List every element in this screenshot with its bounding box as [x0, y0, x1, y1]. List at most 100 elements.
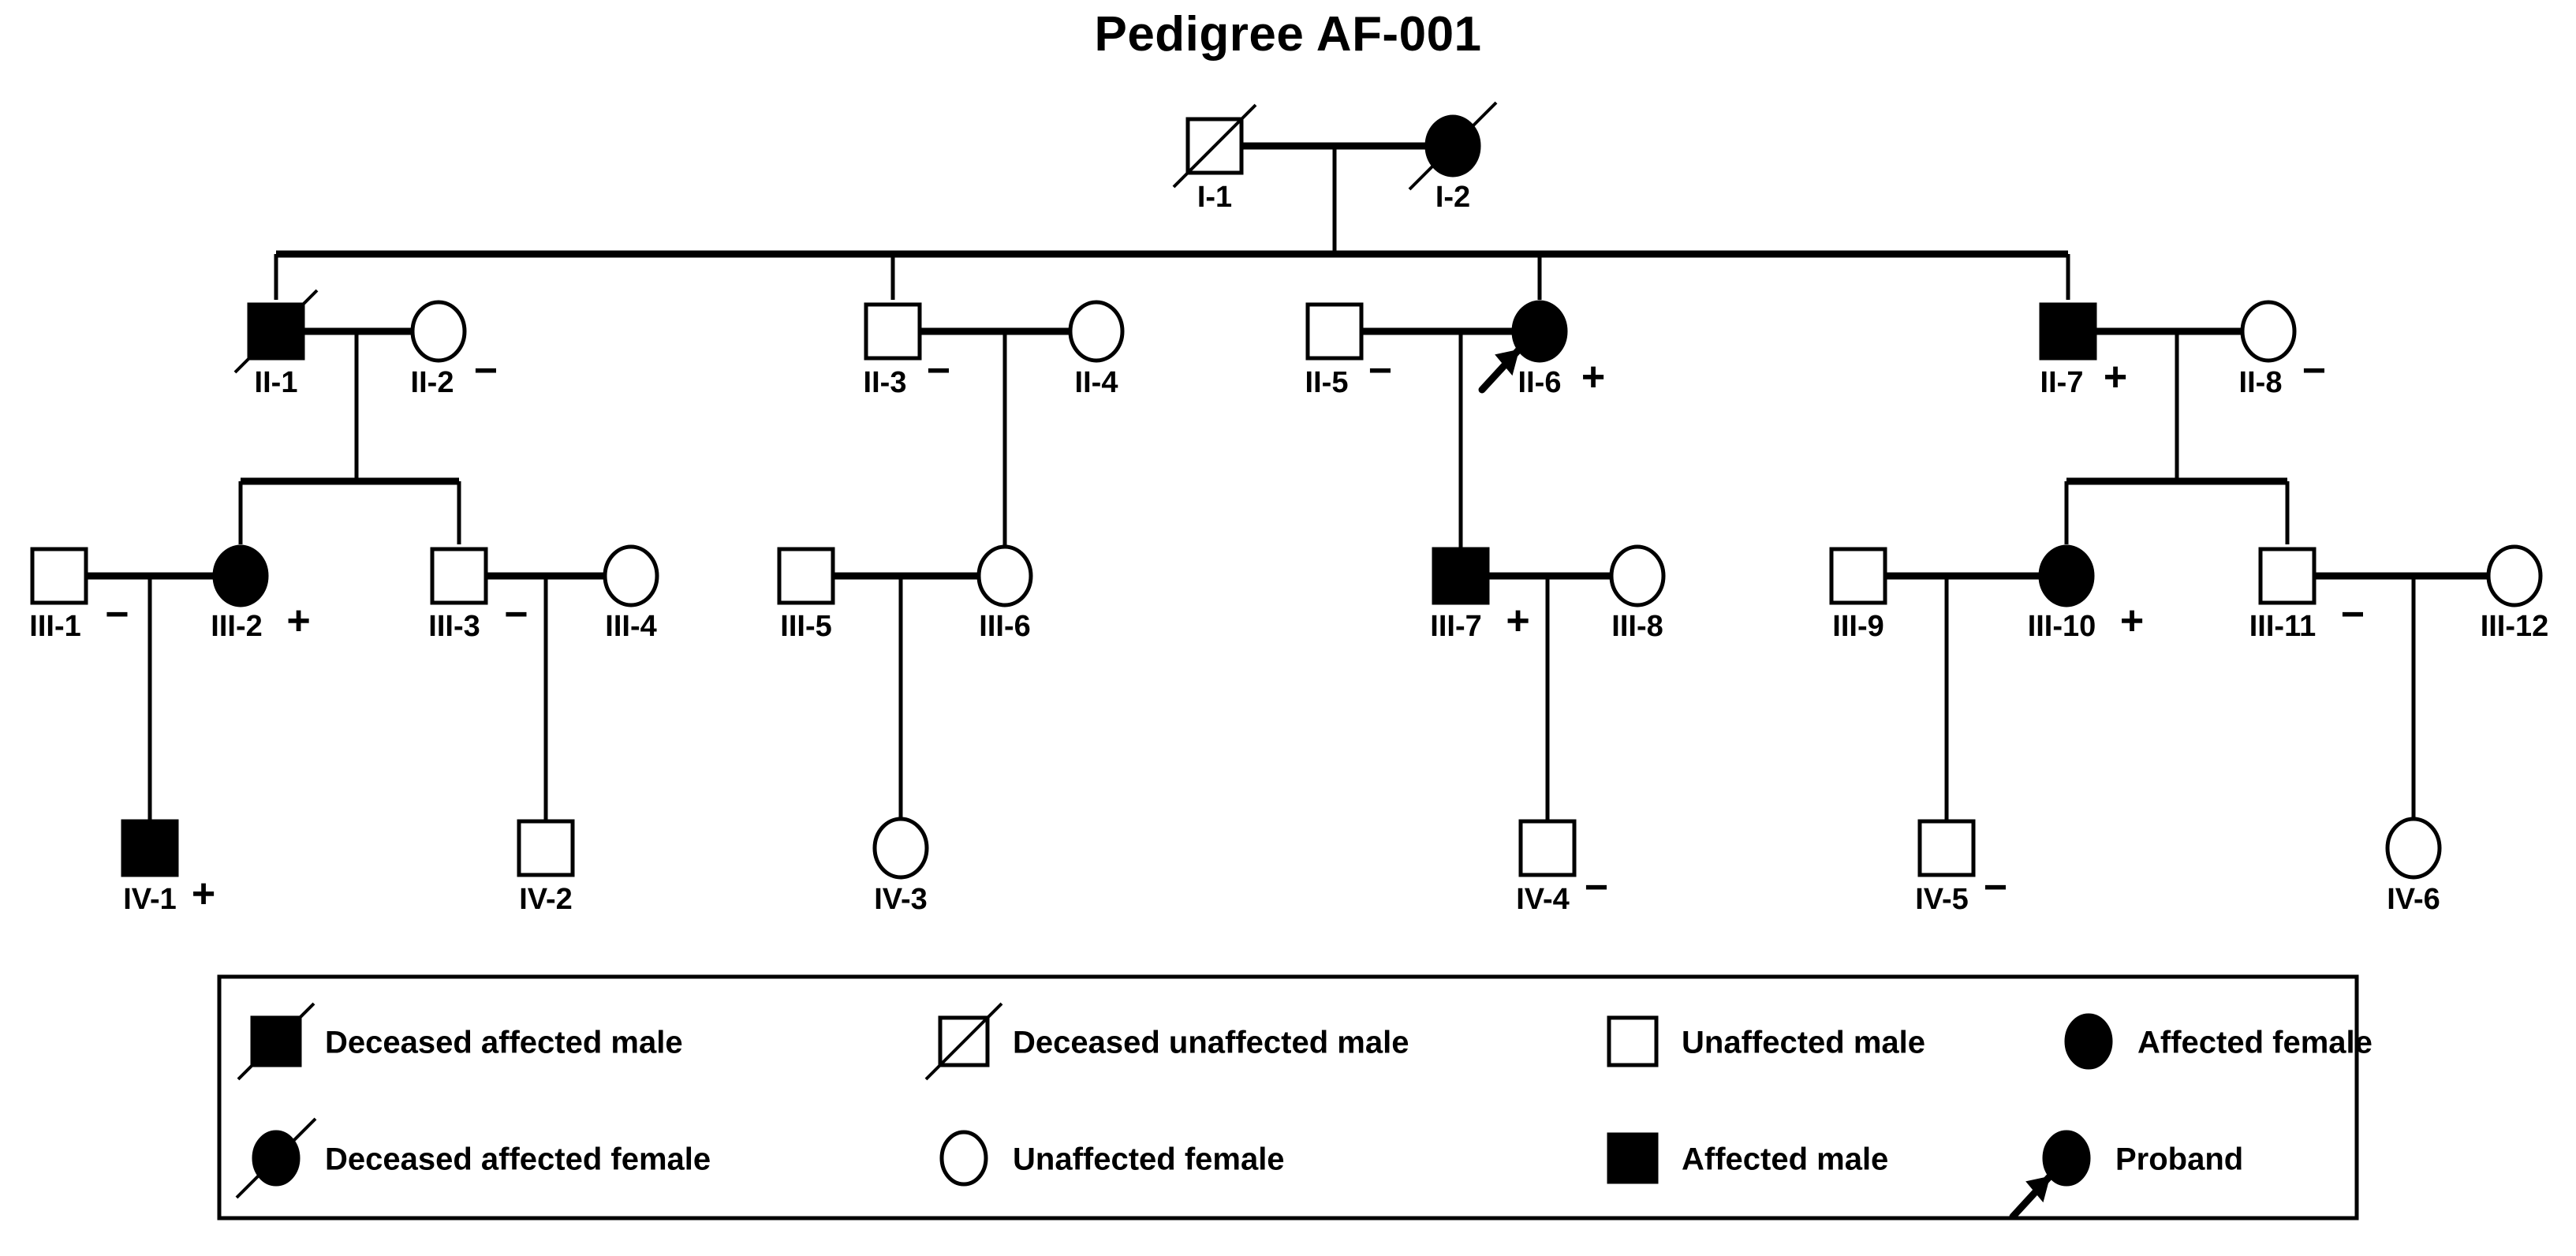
individual-III-5[interactable]	[777, 547, 835, 605]
individual-IV-5[interactable]	[1917, 819, 1976, 877]
individual-id-label: II-3	[864, 366, 907, 399]
individual-IV-6[interactable]	[2385, 817, 2442, 880]
legend-symbol-unaffected-female[interactable]	[939, 1130, 988, 1187]
carrier-negative-marker: −	[1585, 865, 1608, 910]
unaffected-male-square[interactable]	[1829, 547, 1887, 605]
carrier-negative-marker: −	[927, 348, 950, 394]
individual-III-9[interactable]	[1829, 547, 1887, 605]
affected-female-circle[interactable]	[212, 544, 269, 607]
unaffected-female-circle[interactable]	[2240, 300, 2297, 363]
affected-female-circle[interactable]	[2064, 1013, 2113, 1070]
individual-IV-4[interactable]	[1518, 819, 1577, 877]
individual-II-2[interactable]	[410, 300, 467, 363]
carrier-negative-marker: −	[105, 592, 129, 637]
individual-IV-2[interactable]	[517, 819, 575, 877]
individual-III-11[interactable]	[2258, 547, 2317, 605]
legend-symbol-unaffected-male[interactable]	[1607, 1015, 1659, 1067]
individual-id-label: III-3	[428, 610, 480, 643]
affected-male-square[interactable]	[121, 819, 179, 877]
individual-id-label: III-9	[1832, 610, 1883, 643]
legend-symbol-affected-male[interactable]	[1607, 1132, 1659, 1184]
individual-III-10[interactable]	[2038, 544, 2095, 607]
individual-III-3[interactable]	[430, 547, 488, 605]
individual-II-4[interactable]	[1068, 300, 1125, 363]
individual-II-6[interactable]	[1478, 300, 1568, 394]
affected-male-square[interactable]	[2039, 302, 2097, 361]
individual-id-label: IV-4	[1516, 883, 1570, 916]
legend-symbol-proband[interactable]	[2009, 1130, 2091, 1220]
unaffected-female-circle[interactable]	[1068, 300, 1125, 363]
individual-II-1[interactable]	[233, 289, 319, 374]
affected-male-square[interactable]	[1432, 547, 1490, 605]
unaffected-female-circle[interactable]	[2486, 544, 2543, 607]
unaffected-female-circle[interactable]	[603, 544, 659, 607]
legend-symbol-deceased-affected-male[interactable]	[237, 1002, 315, 1081]
affected-male-square[interactable]	[1607, 1132, 1659, 1184]
unaffected-female-circle[interactable]	[1609, 544, 1666, 607]
legend-label-deceased-unaffected-male: Deceased unaffected male	[1013, 1026, 1409, 1060]
individual-id-label: IV-6	[2387, 883, 2440, 916]
individual-id-label: I-1	[1197, 181, 1232, 214]
individual-II-8[interactable]	[2240, 300, 2297, 363]
individual-id-label: III-12	[2481, 610, 2549, 643]
individual-II-3[interactable]	[864, 302, 922, 361]
individual-id-label: III-4	[605, 610, 656, 643]
unaffected-female-circle[interactable]	[939, 1130, 988, 1187]
affected-female-circle[interactable]	[2042, 1130, 2091, 1187]
carrier-positive-marker: +	[1581, 354, 1605, 400]
individual-id-label: IV-1	[123, 883, 177, 916]
individual-II-7[interactable]	[2039, 302, 2097, 361]
individual-IV-3[interactable]	[872, 817, 929, 880]
legend-symbol-deceased-unaffected-male[interactable]	[924, 1002, 1003, 1081]
individual-id-label: III-8	[1611, 610, 1663, 643]
individual-id-label: II-4	[1075, 366, 1118, 399]
individual-III-4[interactable]	[603, 544, 659, 607]
affected-female-circle[interactable]	[1511, 300, 1568, 363]
unaffected-male-square[interactable]	[1518, 819, 1577, 877]
individual-III-1[interactable]	[30, 547, 88, 605]
unaffected-female-circle[interactable]	[976, 544, 1033, 607]
unaffected-male-square[interactable]	[2258, 547, 2317, 605]
individual-I-1[interactable]	[1172, 103, 1257, 189]
legend-symbol-deceased-affected-female[interactable]	[235, 1117, 317, 1199]
unaffected-male-square[interactable]	[517, 819, 575, 877]
carrier-positive-marker: +	[2120, 598, 2144, 644]
deceased-slash-icon	[924, 1002, 1003, 1081]
individual-id-label: III-1	[29, 610, 80, 643]
unaffected-male-square[interactable]	[777, 547, 835, 605]
individual-id-label: III-6	[979, 610, 1030, 643]
individual-II-5[interactable]	[1305, 302, 1364, 361]
unaffected-male-square[interactable]	[430, 547, 488, 605]
carrier-positive-marker: +	[286, 598, 310, 644]
symbol-layer	[30, 101, 2543, 880]
affected-female-circle[interactable]	[2038, 544, 2095, 607]
unaffected-male-square[interactable]	[864, 302, 922, 361]
individual-III-7[interactable]	[1432, 547, 1490, 605]
individual-IV-1[interactable]	[121, 819, 179, 877]
individual-III-12[interactable]	[2486, 544, 2543, 607]
unaffected-male-square[interactable]	[1917, 819, 1976, 877]
unaffected-male-square[interactable]	[1607, 1015, 1659, 1067]
connector-layer	[86, 142, 2488, 848]
individual-III-2[interactable]	[212, 544, 269, 607]
deceased-slash-icon	[237, 1002, 315, 1081]
legend-symbol-affected-female[interactable]	[2064, 1013, 2113, 1070]
unaffected-male-square[interactable]	[1305, 302, 1364, 361]
carrier-negative-marker: −	[474, 348, 498, 394]
individual-id-label: III-2	[211, 610, 262, 643]
legend-label-affected-male: Affected male	[1682, 1142, 1888, 1177]
unaffected-male-square[interactable]	[30, 547, 88, 605]
unaffected-female-circle[interactable]	[410, 300, 467, 363]
individual-id-label: II-2	[411, 366, 454, 399]
individual-id-label: III-10	[2028, 610, 2096, 643]
unaffected-female-circle[interactable]	[2385, 817, 2442, 880]
individual-id-label: II-5	[1305, 366, 1349, 399]
carrier-negative-marker: −	[2341, 592, 2365, 637]
legend-label-deceased-affected-male: Deceased affected male	[325, 1026, 683, 1060]
individual-III-8[interactable]	[1609, 544, 1666, 607]
individual-I-2[interactable]	[1408, 101, 1498, 191]
individual-III-6[interactable]	[976, 544, 1033, 607]
individual-id-label: IV-3	[874, 883, 928, 916]
legend-layer: Deceased affected male Deceased unaffecte…	[217, 974, 2373, 1220]
unaffected-female-circle[interactable]	[872, 817, 929, 880]
